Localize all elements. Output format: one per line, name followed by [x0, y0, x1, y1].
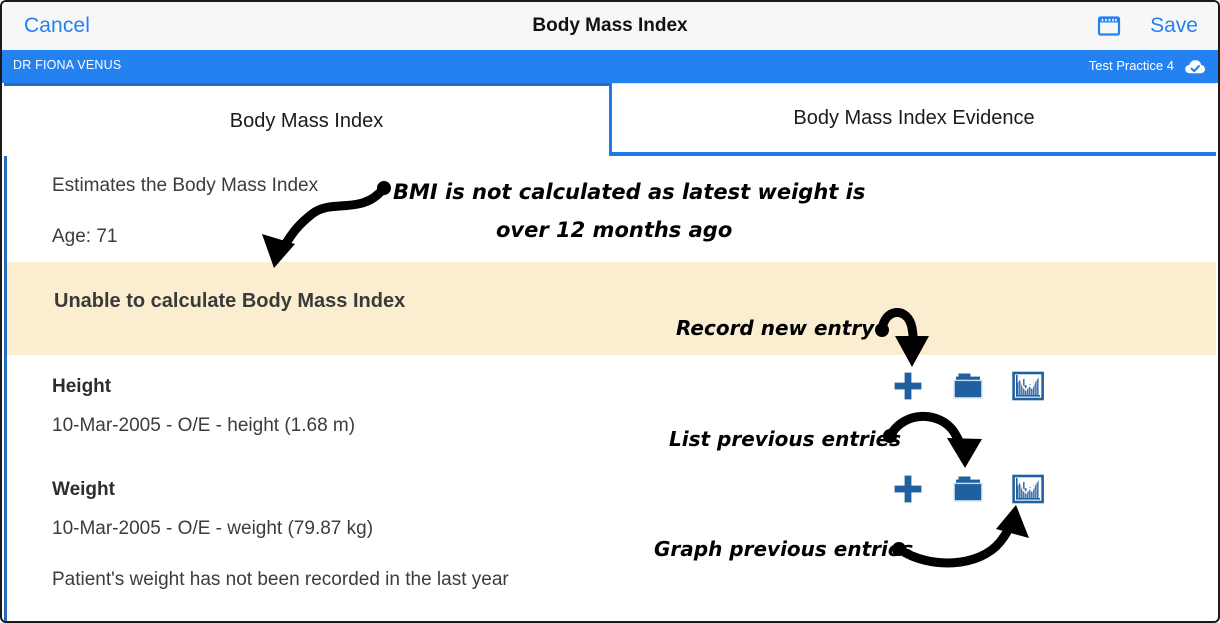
practice-name: Test Practice 4 [1088, 58, 1174, 73]
warning-banner: Unable to calculate Body Mass Index [7, 262, 1216, 355]
tab-label: Body Mass Index Evidence [793, 106, 1035, 129]
save-button[interactable]: Save [1150, 14, 1198, 37]
warning-text: Unable to calculate Body Mass Index [54, 290, 406, 312]
cancel-button[interactable]: Cancel [24, 14, 90, 37]
height-action-icons [891, 369, 1045, 403]
cloud-check-icon[interactable] [1183, 56, 1207, 76]
weight-note-text: Patient's weight has not been recorded i… [52, 569, 509, 590]
top-navigation-bar: Cancel Body Mass Index Save [2, 2, 1218, 50]
section-value: 10-Mar-2005 - O/E - height (1.68 m) [52, 415, 356, 436]
practice-bar: DR FIONA VENUS Test Practice 4 [2, 50, 1218, 83]
main-content: Estimates the Body Mass Index Age: 71 Un… [7, 156, 1216, 621]
section-title: Height [52, 376, 112, 397]
page-title: Body Mass Index [532, 15, 688, 36]
tab-body-mass-index-evidence[interactable]: Body Mass Index Evidence [612, 83, 1216, 156]
section-height: Height 10-Mar-2005 - O/E - height (1.68 … [52, 376, 355, 437]
section-weight: Weight 10-Mar-2005 - O/E - weight (79.87… [52, 479, 373, 540]
tab-strip: Body Mass Index Body Mass Index Evidence [2, 83, 1218, 156]
section-title: Weight [52, 479, 115, 500]
tab-label: Body Mass Index [229, 109, 384, 132]
age-text: Age: 71 [52, 226, 118, 247]
graph-icon[interactable] [1011, 472, 1045, 506]
graph-icon[interactable] [1011, 369, 1045, 403]
tab-body-mass-index[interactable]: Body Mass Index [4, 83, 612, 156]
clinician-name: DR FIONA VENUS [13, 58, 122, 72]
folder-icon[interactable] [951, 472, 985, 506]
calendar-icon[interactable] [1096, 12, 1122, 38]
plus-icon[interactable] [891, 472, 925, 506]
section-value: 10-Mar-2005 - O/E - weight (79.87 kg) [52, 518, 374, 539]
left-border-rule [4, 156, 7, 621]
weight-action-icons [891, 472, 1045, 506]
plus-icon[interactable] [891, 369, 925, 403]
folder-icon[interactable] [951, 369, 985, 403]
description-text: Estimates the Body Mass Index [52, 175, 319, 196]
